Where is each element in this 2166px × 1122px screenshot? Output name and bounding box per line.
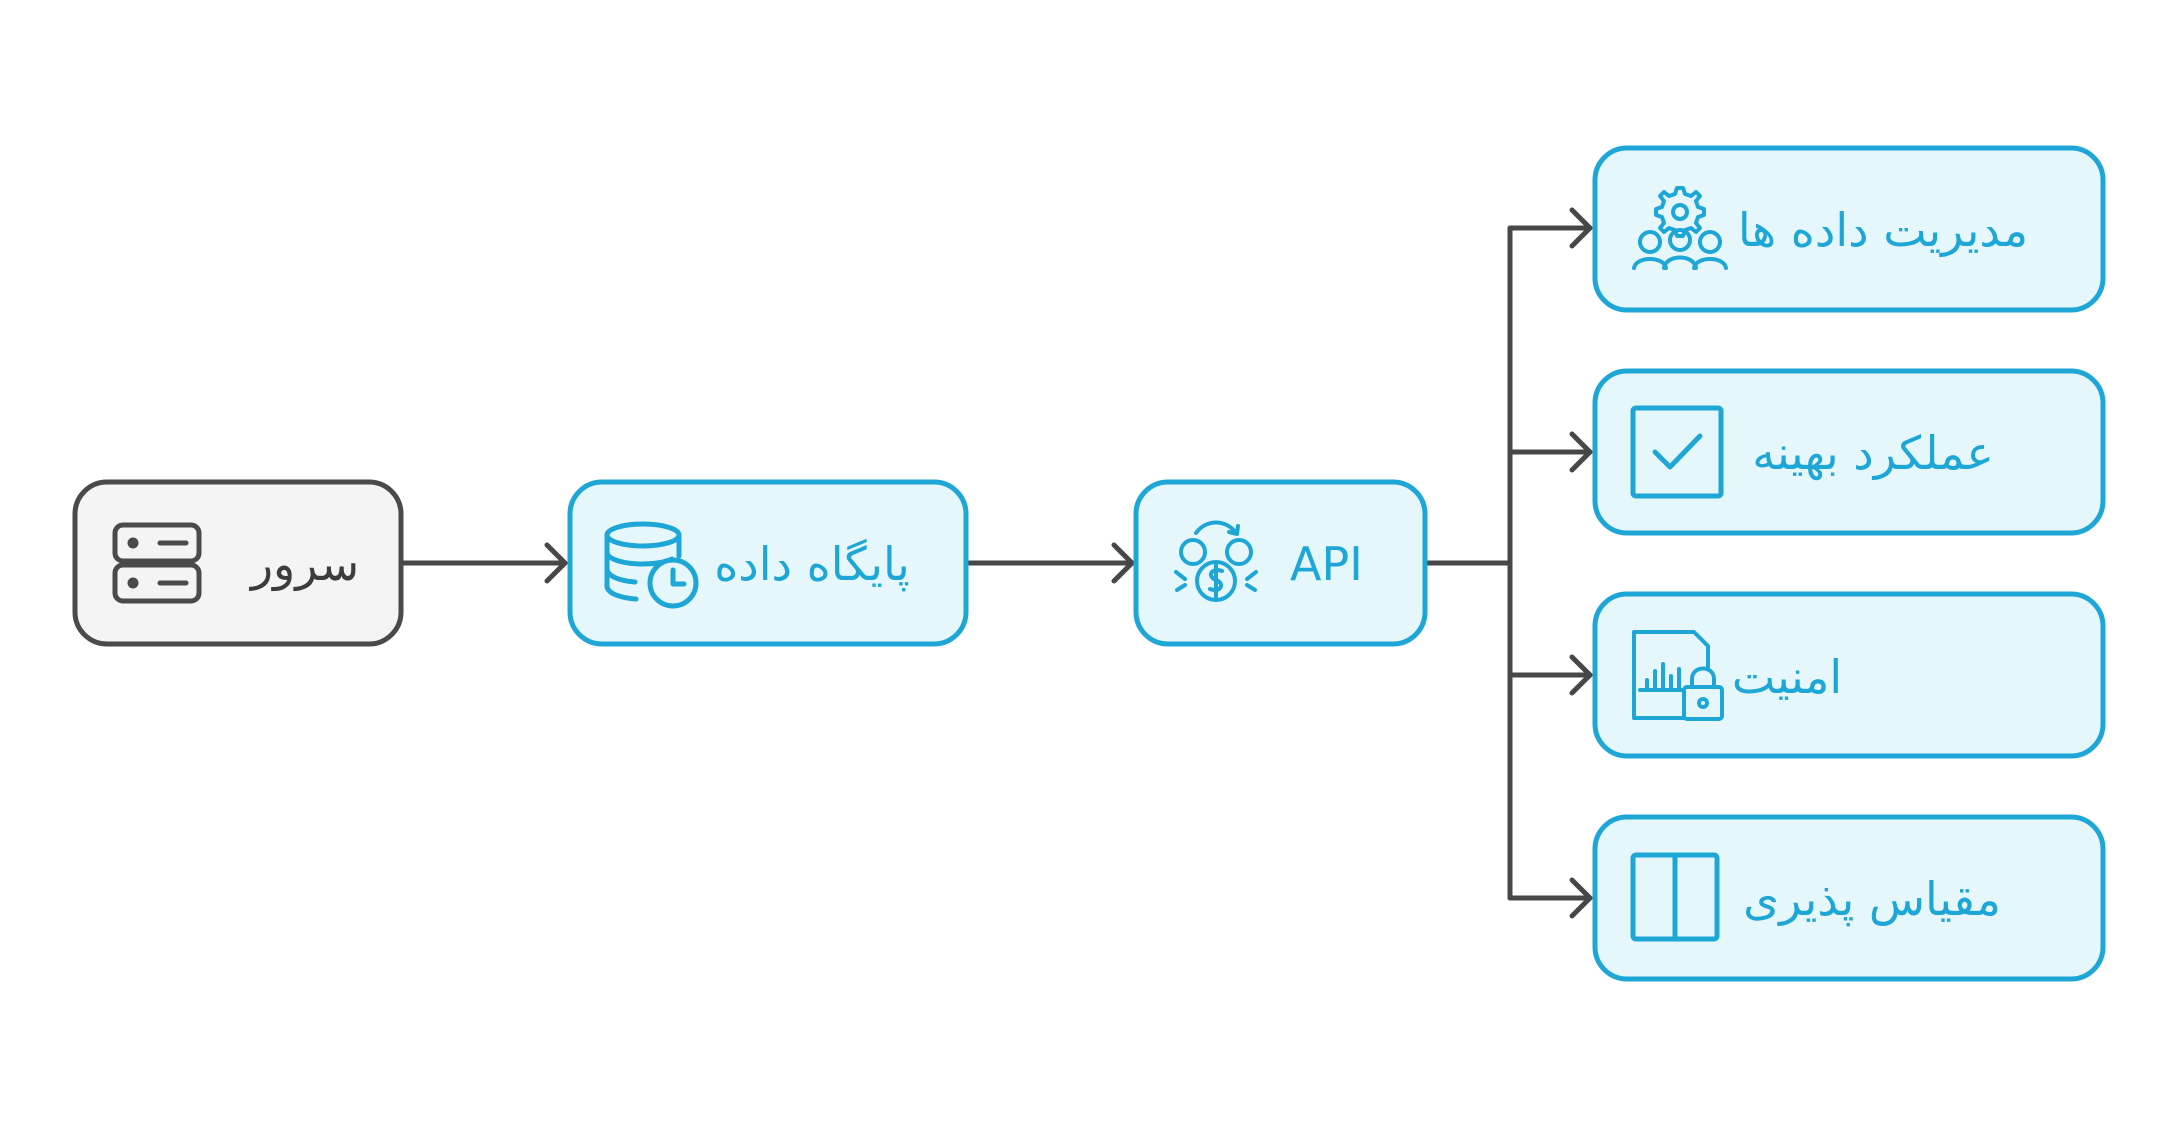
node-performance-label: عملکرد بهینه xyxy=(1752,426,1994,481)
node-api: API xyxy=(1133,479,1428,647)
node-data-management-box xyxy=(1592,145,2106,313)
connector-to-security xyxy=(1507,654,1593,696)
node-security-label: امنیت xyxy=(1732,650,1842,704)
node-data-management: مدیریت داده ها xyxy=(1592,145,2106,313)
node-security: امنیت xyxy=(1592,591,2106,759)
node-database-label: پایگاه داده xyxy=(714,537,910,592)
database-clock-icon xyxy=(604,521,699,609)
node-performance: عملکرد بهینه xyxy=(1592,368,2106,536)
node-scalability-label: مقیاس پذیری xyxy=(1743,872,2001,927)
connector-to-scalability xyxy=(1507,877,1593,919)
node-data-management-label: مدیریت داده ها xyxy=(1738,203,2028,258)
connector-to-performance xyxy=(1507,431,1593,473)
connector-database-to-api xyxy=(965,542,1135,584)
server-icon xyxy=(112,522,202,604)
team-gear-icon xyxy=(1632,186,1728,270)
node-server-label: سرور xyxy=(249,537,359,592)
document-lock-icon xyxy=(1632,630,1724,721)
node-database: پایگاه داده xyxy=(567,479,969,647)
split-panel-icon xyxy=(1630,852,1720,942)
money-exchange-icon xyxy=(1174,520,1258,602)
node-server: سرور xyxy=(72,479,404,647)
connector-to-data-management xyxy=(1507,207,1593,249)
node-api-box xyxy=(1133,479,1428,647)
node-scalability-box xyxy=(1592,814,2106,982)
node-scalability: مقیاس پذیری xyxy=(1592,814,2106,982)
checkbox-icon xyxy=(1630,405,1724,499)
connectors xyxy=(400,207,1593,919)
connector-server-to-database xyxy=(400,542,568,584)
node-api-label: API xyxy=(1290,537,1363,591)
connector-api-branch xyxy=(1424,225,1513,901)
